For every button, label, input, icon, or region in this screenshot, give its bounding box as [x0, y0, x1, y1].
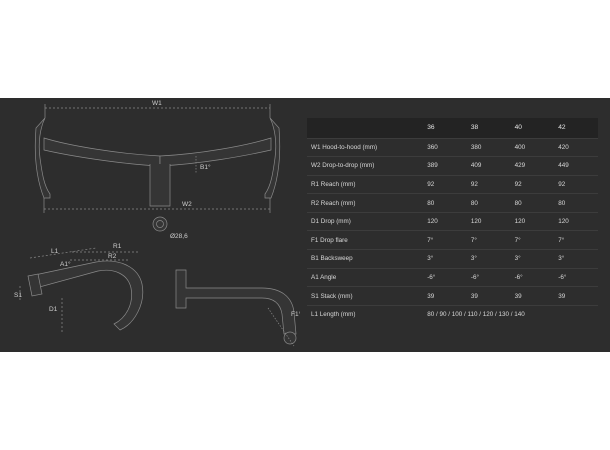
cell-value: 7° — [510, 230, 555, 250]
cell-value: 7° — [423, 230, 467, 250]
cell-value: 39 — [466, 286, 511, 306]
row-label: A1 Angle — [307, 267, 424, 287]
label-l1: L1 — [51, 248, 59, 255]
row-label: F1 Drop flare — [307, 230, 424, 250]
header-blank — [307, 118, 423, 138]
cell-value: 7° — [554, 230, 598, 250]
cell-value: 3° — [510, 249, 555, 269]
cell-value: 80 — [510, 193, 555, 213]
row-label: W1 Hood-to-hood (mm) — [307, 137, 424, 157]
label-s1: S1 — [14, 292, 22, 299]
table-row: B1 Backsweep 3° 3° 3° 3° — [307, 249, 598, 269]
handlebar-drawing: W1 W2 B1° Ø28,6 L1 A1° R1 R2 S1 D1 F1° — [0, 98, 300, 352]
header-size-36: 36 — [427, 124, 435, 132]
cell-value: 409 — [466, 156, 511, 176]
cell-value: 400 — [510, 137, 555, 157]
cell-value: 120 — [423, 211, 467, 231]
table-row: R2 Reach (mm) 80 80 80 80 — [307, 193, 598, 213]
cell-value: -6° — [423, 267, 467, 287]
cell-value: 80 — [554, 193, 598, 213]
cell-value: 39 — [423, 286, 467, 306]
cell-value: 80 — [466, 193, 511, 213]
label-d1: D1 — [49, 306, 58, 313]
table-row: R1 Reach (mm) 92 92 92 92 — [307, 174, 598, 194]
cell-value: 449 — [554, 156, 598, 176]
cell-value: 80 — [423, 193, 467, 213]
cell-value: 39 — [554, 286, 598, 306]
geometry-table: 36 38 40 42 W1 Hood-to-hood (mm) 360 380… — [307, 118, 598, 324]
table-row: W1 Hood-to-hood (mm) 360 380 400 420 — [307, 137, 598, 157]
cell-value: 389 — [423, 156, 467, 176]
label-w2: W2 — [182, 201, 192, 208]
row-label: R1 Reach (mm) — [307, 174, 424, 194]
header-size-38: 38 — [470, 124, 479, 132]
cell-value: -6° — [554, 267, 598, 287]
cell-value: -6° — [466, 267, 511, 287]
cell-value: 120 — [510, 211, 555, 231]
table-header-row: 36 38 40 42 — [307, 118, 598, 138]
label-diameter: Ø28,6 — [170, 233, 188, 240]
row-label: R2 Reach (mm) — [307, 193, 424, 213]
header-size-42: 42 — [558, 124, 566, 132]
label-a1: A1° — [60, 260, 71, 268]
cell-value: 420 — [554, 137, 598, 157]
cell-value: -6° — [510, 267, 555, 287]
table-row-length: L1 Length (mm) 80 / 90 / 100 / 110 / 120… — [307, 304, 598, 324]
label-f1: F1° — [291, 310, 300, 318]
cell-value: 92 — [466, 174, 511, 194]
cell-value: 7° — [466, 230, 511, 250]
cell-value: 120 — [554, 211, 598, 231]
label-b1: B1° — [200, 163, 211, 171]
table-row: A1 Angle -6° -6° -6° -6° — [307, 267, 598, 287]
table-row: D1 Drop (mm) 120 120 120 120 — [307, 211, 598, 231]
cell-value: 92 — [554, 174, 598, 194]
table-row: S1 Stack (mm) 39 39 39 39 — [307, 286, 598, 306]
cell-value: 3° — [466, 249, 511, 269]
length-options: 80 / 90 / 100 / 110 / 120 / 130 / 140 — [423, 304, 598, 324]
label-r2: R2 — [108, 253, 117, 260]
table-row: W2 Drop-to-drop (mm) 389 409 429 449 — [307, 156, 598, 176]
cell-value: 120 — [466, 211, 511, 231]
handlebar-diagram: W1 W2 B1° Ø28,6 L1 A1° R1 R2 S1 D1 F1° — [14, 100, 300, 347]
label-w1: W1 — [152, 100, 162, 107]
table-row: F1 Drop flare 7° 7° 7° 7° — [307, 230, 598, 250]
cell-value: 360 — [423, 137, 467, 157]
cell-value: 3° — [423, 249, 467, 269]
header-size-40: 40 — [514, 124, 522, 132]
row-label: W2 Drop-to-drop (mm) — [307, 156, 424, 176]
row-label: L1 Length (mm) — [307, 304, 424, 324]
cell-value: 380 — [466, 137, 511, 157]
row-label: S1 Stack (mm) — [307, 286, 424, 306]
cell-value: 92 — [510, 174, 555, 194]
cell-value: 92 — [423, 174, 467, 194]
cell-value: 39 — [510, 286, 555, 306]
label-r1: R1 — [113, 243, 122, 250]
cell-value: 3° — [554, 249, 598, 269]
row-label: B1 Backsweep — [307, 249, 424, 269]
cell-value: 429 — [510, 156, 555, 176]
row-label: D1 Drop (mm) — [307, 211, 424, 231]
